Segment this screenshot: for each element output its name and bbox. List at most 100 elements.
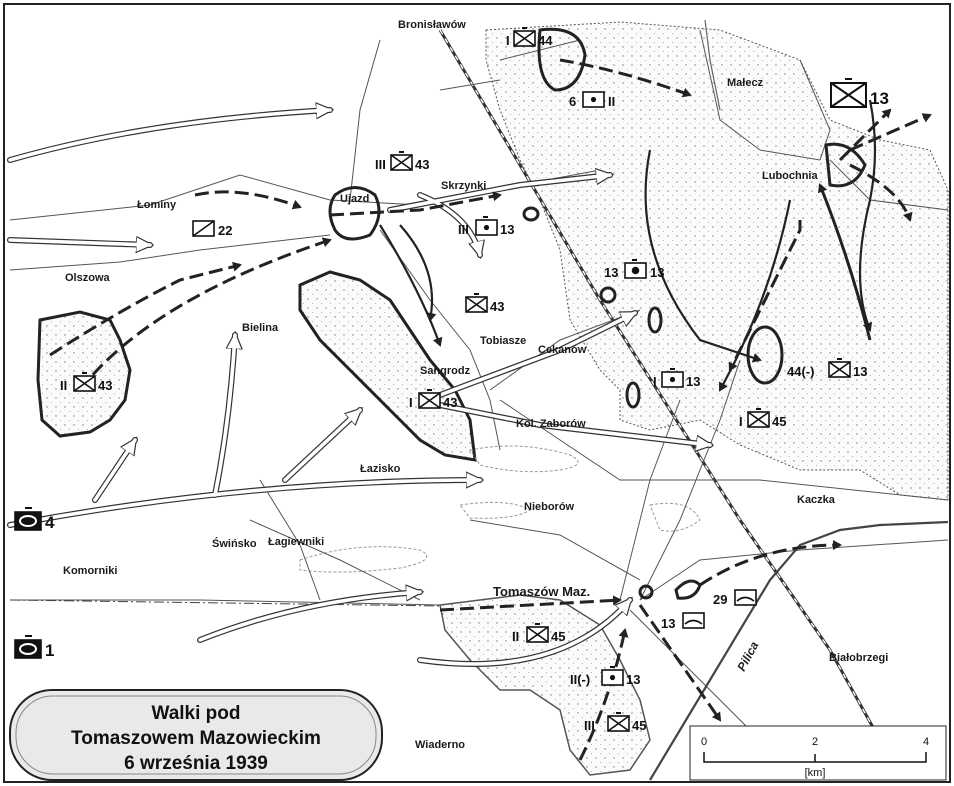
- unit-13-division: [830, 82, 867, 108]
- unit-i-44: [513, 30, 536, 47]
- scale-tick-2: 2: [812, 736, 818, 748]
- forest-ridge-4: [649, 502, 701, 532]
- roads: [9, 29, 949, 781]
- unit-label-ii13-13: 13: [626, 672, 640, 687]
- unit-ii-43: [73, 375, 96, 392]
- unit-label-44m-13: 13: [853, 364, 867, 379]
- unit-labels: I 44 6 II 13 III 43 22 III 13 43 13 13 I…: [45, 33, 889, 733]
- place-kol-zaborow: Kol. Zaborów: [516, 418, 586, 430]
- scale-bar: 0 2 4 [km]: [689, 725, 947, 781]
- unit-ii-13: [601, 669, 624, 686]
- unit-29: [734, 589, 757, 606]
- unit-i-45: [747, 411, 770, 428]
- scale-tick-4: 4: [923, 736, 929, 748]
- unit-label-i45-45: 45: [772, 414, 786, 429]
- unit-iii-45: [607, 715, 630, 732]
- unit-label-i13-i: I: [653, 374, 657, 389]
- place-lominy: Łominy: [137, 199, 177, 211]
- map-title-line-2: Tomaszowem Mazowieckim: [71, 728, 321, 749]
- unit-label-iii43-iii: III: [375, 157, 386, 172]
- unit-label-6-ii: II: [608, 94, 615, 109]
- place-skrzynki: Skrzynki: [441, 180, 486, 192]
- place-bialobrzegi: Białobrzegi: [829, 652, 888, 664]
- unit-label-13c-left: 13: [604, 265, 618, 280]
- map-title-box: Walki pod Tomaszowem Mazowieckim 6 wrześ…: [9, 689, 383, 781]
- river-tributary: [704, 19, 721, 111]
- place-tobiasze: Tobiasze: [480, 335, 526, 347]
- unit-label-13-div: 13: [870, 89, 889, 108]
- echelon-marks: [25, 27, 852, 714]
- unit-symbols: [14, 30, 867, 732]
- place-malecz: Małecz: [727, 77, 764, 89]
- railway-line-ties: [439, 29, 881, 741]
- map-title-line-3: 6 września 1939: [124, 753, 268, 774]
- unit-i-43: [418, 392, 441, 409]
- unit-label-iii45-iii: III: [584, 718, 595, 733]
- defence-positions: [328, 27, 867, 600]
- scale-tick-0: 0: [701, 736, 707, 748]
- place-labels: Bronisławów Małecz Lubochnia Łominy Ujaz…: [63, 19, 888, 751]
- polish-movement-lines: [49, 58, 932, 761]
- unit-label-ii45-45: 45: [551, 629, 565, 644]
- unit-label-ii43-43: 43: [98, 378, 112, 393]
- unit-1-armoured: [14, 639, 42, 659]
- unit-label-1: 1: [45, 641, 54, 660]
- place-nieborow: Nieborów: [524, 501, 575, 513]
- river-pilica: [649, 520, 949, 781]
- polish-thrust-lubochnia: [817, 183, 872, 341]
- unit-label-44m: 44(-): [787, 364, 814, 379]
- german-advance-arrows-fill: [8, 108, 712, 666]
- unit-label-13c-right: 13: [650, 265, 664, 280]
- scale-unit: [km]: [805, 767, 826, 779]
- unit-iii-13: [475, 219, 498, 236]
- forest-ridge-3: [299, 546, 428, 573]
- unit-6-ii: [582, 91, 605, 108]
- place-olszowa: Olszowa: [65, 272, 111, 284]
- place-bronislawow: Bronisławów: [398, 19, 466, 31]
- unit-label-ii45-ii: II: [512, 629, 519, 644]
- unit-ii-45: [526, 626, 549, 643]
- forest-west: [298, 270, 477, 462]
- unit-label-ii13: II(-): [570, 672, 590, 687]
- forest-ridge: [469, 445, 579, 473]
- unit-13-heavy: [624, 262, 647, 279]
- unit-label-iii13-iii: III: [458, 222, 469, 237]
- forest-south: [439, 594, 651, 776]
- unit-label-i44-i: I: [506, 33, 510, 48]
- unit-label-iii43-43: 43: [415, 157, 429, 172]
- unit-label-i44-44: 44: [538, 33, 553, 48]
- unit-label-i43-43: 43: [443, 395, 457, 410]
- place-kaczka: Kaczka: [797, 494, 836, 506]
- place-sangrodz: Sangrodz: [420, 365, 471, 377]
- unit-label-iii13-13: 13: [500, 222, 514, 237]
- unit-4-armoured: [14, 511, 42, 531]
- unit-label-iii45-45: 45: [632, 718, 646, 733]
- forest-ridge-2: [459, 501, 531, 519]
- polish-movement-solid: [379, 99, 877, 392]
- place-wiaderno: Wiaderno: [415, 739, 465, 751]
- unit-43-tobiasze: [465, 296, 488, 313]
- unit-label-29: 29: [713, 592, 727, 607]
- unit-label-43-tob: 43: [490, 299, 504, 314]
- unit-label-i45-i: I: [739, 414, 743, 429]
- unit-label-ii43-ii: II: [60, 378, 67, 393]
- place-ujazd: Ujazd: [340, 193, 369, 205]
- unit-22: [192, 220, 215, 237]
- unit-label-i43-i: I: [409, 395, 413, 410]
- place-lagiewniki: Łagiewniki: [268, 536, 324, 548]
- place-bielina: Bielina: [242, 322, 279, 334]
- unit-label-i13-13: 13: [686, 374, 700, 389]
- unit-label-4: 4: [45, 513, 55, 532]
- unit-label-22: 22: [218, 223, 232, 238]
- place-lazisko: Łazisko: [360, 463, 401, 475]
- place-cekanow: Cekanów: [538, 344, 587, 356]
- unit-iii-43: [390, 154, 413, 171]
- unit-13-tomaszow: [682, 612, 705, 629]
- unit-label-13f: 13: [661, 616, 675, 631]
- map-title-line-1: Walki pod: [151, 703, 240, 724]
- unit-label-6: 6: [569, 94, 576, 109]
- unit-i-13: [661, 371, 684, 388]
- place-tomaszow: Tomaszów Maz.: [493, 584, 590, 599]
- place-komorniki: Komorniki: [63, 565, 117, 577]
